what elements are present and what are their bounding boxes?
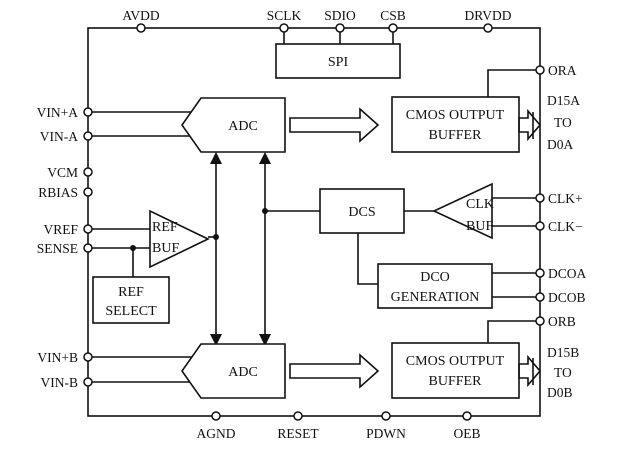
ref-select-line2: SELECT xyxy=(105,304,157,319)
pin-label: VCM xyxy=(47,165,78,180)
dco-generation-block: DCO GENERATION xyxy=(377,263,536,309)
pin-d0b-label: D0B xyxy=(547,385,573,400)
pin-pdwn: PDWN xyxy=(366,411,406,441)
dco-gen-line2: GENERATION xyxy=(391,290,480,305)
pin-ora: ORA xyxy=(535,63,577,78)
pin-orb: ORB xyxy=(535,314,576,329)
pin-agnd: AGND xyxy=(197,411,236,441)
pin-label: SENSE xyxy=(37,241,78,256)
output-bus-arrow-b xyxy=(518,354,542,388)
pin-label: VIN+B xyxy=(37,350,78,365)
pin-label: CLK− xyxy=(548,219,583,234)
pin-label: AGND xyxy=(197,426,236,441)
pin-oeb: OEB xyxy=(454,411,481,441)
pin-label: CLK+ xyxy=(548,191,583,206)
pin-dcoa: DCOA xyxy=(535,266,587,281)
adc-a-block: ADC xyxy=(92,97,286,153)
pin-label: VIN+A xyxy=(37,105,79,120)
pin-vin-plus-b: VIN+B xyxy=(37,350,93,365)
pin-label: DCOB xyxy=(548,290,586,305)
pin-label: RESET xyxy=(277,426,319,441)
pin-label: OEB xyxy=(454,426,481,441)
ora-trace xyxy=(487,69,536,97)
cmos-a-line2: BUFFER xyxy=(429,128,483,143)
dcs-block: DCS xyxy=(319,188,405,234)
cmos-b-line1: CMOS OUTPUT xyxy=(406,354,505,369)
pin-label: VREF xyxy=(43,222,78,237)
dcs-to-dco-trace xyxy=(357,233,378,285)
pin-label: VIN-A xyxy=(40,129,78,144)
ref-select-line1: REF xyxy=(118,285,144,300)
pin-vcm: VCM xyxy=(47,165,93,180)
pin-label: ORA xyxy=(548,63,577,78)
cmos-buffer-a-block: CMOS OUTPUT BUFFER xyxy=(391,96,520,153)
adc-b-label: ADC xyxy=(228,365,258,380)
ref-select-block: REF SELECT xyxy=(92,276,170,324)
dco-gen-line1: DCO xyxy=(420,270,450,285)
clk-buf-line2: BUF xyxy=(466,219,493,234)
pin-label: ORB xyxy=(548,314,576,329)
pin-label: SCLK xyxy=(267,8,302,23)
pin-d0a-label: D0A xyxy=(547,137,573,152)
pin-dcob: DCOB xyxy=(535,290,586,305)
pin-d15a-label: D15A xyxy=(547,93,580,108)
pin-clk-plus: CLK+ xyxy=(535,191,583,206)
pin-avdd: AVDD xyxy=(122,8,160,33)
pin-reset: RESET xyxy=(277,411,319,441)
pin-vin-minus-a: VIN-A xyxy=(40,129,93,144)
data-bus-arrow-a xyxy=(289,107,380,143)
pin-label: RBIAS xyxy=(38,185,78,200)
pin-sense: SENSE xyxy=(37,241,93,256)
ref-buffer: REF BUF xyxy=(92,209,216,269)
adc-a-label: ADC xyxy=(228,119,258,134)
clock-bus-right xyxy=(259,152,271,346)
pin-label: DRVDD xyxy=(465,8,512,23)
clk-buf-line1: CLK xyxy=(466,197,494,212)
orb-trace xyxy=(487,320,536,343)
pin-vin-plus-a: VIN+A xyxy=(37,105,93,120)
pin-to-a-label: TO xyxy=(554,115,572,130)
ref-buf-line1: REF xyxy=(152,220,178,235)
cmos-b-line2: BUFFER xyxy=(429,374,483,389)
pin-vin-minus-b: VIN-B xyxy=(41,375,93,390)
pin-clk-minus: CLK− xyxy=(535,219,583,234)
output-bus-arrow-a xyxy=(518,108,542,142)
pin-label: CSB xyxy=(380,8,406,23)
data-bus-arrow-b xyxy=(289,353,380,389)
clk-buffer: CLK BUF xyxy=(432,182,536,240)
adc-b-block: ADC xyxy=(92,343,286,399)
pin-d15b-label: D15B xyxy=(547,345,579,360)
pin-label: PDWN xyxy=(366,426,406,441)
pin-label: SDIO xyxy=(324,8,356,23)
pin-drvdd: DRVDD xyxy=(465,8,512,33)
dcs-label: DCS xyxy=(348,205,375,220)
spi-label: SPI xyxy=(328,55,349,70)
cmos-a-line1: CMOS OUTPUT xyxy=(406,108,505,123)
cmos-buffer-b-block: CMOS OUTPUT BUFFER xyxy=(391,342,520,399)
pin-vref: VREF xyxy=(43,222,93,237)
pin-label: VIN-B xyxy=(41,375,79,390)
ref-buf-line2: BUF xyxy=(152,241,179,256)
pin-to-b-label: TO xyxy=(554,365,572,380)
pin-label: AVDD xyxy=(122,8,160,23)
ref-bus-left xyxy=(210,152,222,346)
pin-label: DCOA xyxy=(548,266,587,281)
spi-block: SPI xyxy=(275,32,401,79)
pin-rbias: RBIAS xyxy=(38,185,93,200)
